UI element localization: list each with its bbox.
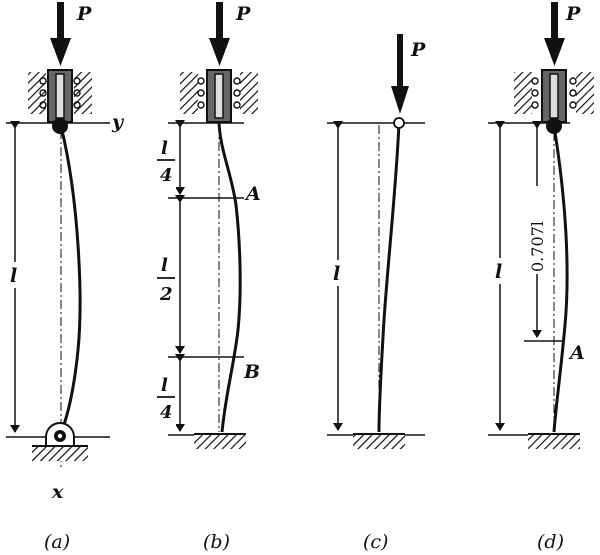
guided-support-b <box>180 69 258 123</box>
fraction-quarter-bot-b: l 4 <box>156 369 176 425</box>
svg-text:2: 2 <box>159 284 173 305</box>
load-arrow-d <box>544 2 565 66</box>
point-b-label-b: B <box>243 361 260 383</box>
axis-x-label: x <box>51 481 64 503</box>
fraction-half-b: l 2 <box>156 248 176 310</box>
panel-b: P l <box>156 2 261 553</box>
load-label-d: P <box>565 3 581 25</box>
pin-support-a <box>32 422 88 461</box>
panel-c: P l (c) <box>327 34 426 553</box>
svg-text:4: 4 <box>160 402 173 423</box>
deflected-column-a <box>59 125 82 434</box>
length-label-d: l <box>495 261 502 283</box>
guided-support-d <box>514 69 594 134</box>
load-label-b: P <box>235 3 251 25</box>
axis-y-label: y <box>111 111 125 133</box>
caption-b: (b) <box>203 531 230 553</box>
fraction-quarter-top-b: l 4 <box>156 132 176 188</box>
guided-support-a <box>28 69 92 134</box>
deflected-column-b <box>217 121 242 433</box>
load-arrow-a <box>50 2 71 66</box>
free-end-c <box>393 117 405 129</box>
deflected-column-c <box>377 122 401 433</box>
fixed-support-c <box>353 433 405 449</box>
load-label-c: P <box>410 39 426 61</box>
panel-d: P l 0.707l <box>488 2 594 553</box>
point-a-label-b: A <box>244 183 261 205</box>
load-arrow-b <box>209 2 230 66</box>
panel-a: P y <box>6 2 125 553</box>
svg-text:l: l <box>161 375 168 396</box>
fixed-support-d <box>528 433 580 449</box>
point-a-label-d: A <box>568 342 585 364</box>
caption-c: (c) <box>363 531 388 553</box>
length-label-c: l <box>333 263 340 285</box>
svg-text:l: l <box>161 138 168 159</box>
length-label-a: l <box>10 265 17 287</box>
svg-text:l: l <box>161 255 168 276</box>
fixed-support-b <box>194 433 246 449</box>
load-label-a: P <box>76 3 92 25</box>
load-arrow-c <box>391 34 409 114</box>
svg-text:4: 4 <box>160 165 173 186</box>
caption-a: (a) <box>44 531 70 553</box>
dimension-upper-label-d: 0.707l <box>528 221 547 272</box>
caption-d: (d) <box>537 531 564 553</box>
deflected-column-d <box>552 125 569 433</box>
